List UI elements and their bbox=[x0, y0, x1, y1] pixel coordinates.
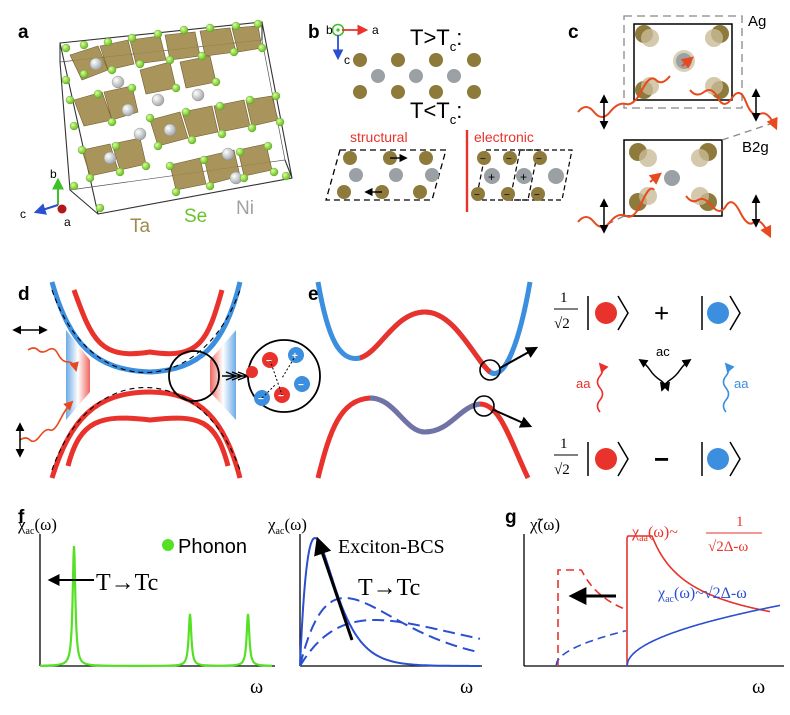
ni-atoms bbox=[89, 57, 243, 185]
electronic-distortion: − − − + + − − − bbox=[471, 149, 573, 201]
high-temp-lattice bbox=[353, 53, 481, 99]
svg-text:−: − bbox=[266, 356, 272, 367]
prefactor-den-bot: √2 bbox=[554, 462, 570, 478]
svg-text:−: − bbox=[534, 190, 540, 201]
panel-label-g: g bbox=[505, 507, 517, 528]
low-temp-label: T<Tc: bbox=[410, 98, 462, 127]
aa-label-blue: aa bbox=[734, 376, 749, 391]
svg-text:−: − bbox=[504, 190, 510, 201]
panel-f-right-chart: χac(ω) Exciton-BCS T→Tc ω bbox=[267, 515, 482, 698]
f-left-annotation: T→Tc bbox=[96, 570, 158, 596]
svg-text:+: + bbox=[520, 170, 527, 184]
unit-cell-frame bbox=[59, 21, 293, 215]
panel-f-left-chart: χac(ω) Phonon T→Tc ω bbox=[17, 515, 275, 698]
panel-g-chart: χ̃(ω) χaa(ω)~ 1 √2Δ-ω χac(ω)~√2Δ-ω ω bbox=[523, 514, 784, 698]
b-axis-label-b: b bbox=[326, 23, 333, 37]
panel-label-d: d bbox=[18, 284, 30, 305]
panel-e-bands: 1 √2 + 1 √2 − aa aa ac bbox=[315, 281, 749, 480]
g-ylabel: χ̃(ω) bbox=[529, 515, 560, 534]
antibonding-state: 1 √2 − bbox=[554, 436, 741, 478]
high-temp-label: T>Tc: bbox=[410, 25, 462, 54]
svg-text:−: − bbox=[536, 154, 542, 165]
f-right-ylabel: χac(ω) bbox=[267, 515, 307, 537]
panel-c-phonon-modes: Ag B2g bbox=[577, 13, 778, 239]
phonon-legend-label: Phonon bbox=[178, 536, 247, 558]
f-left-xlabel: ω bbox=[250, 676, 263, 698]
se-atoms bbox=[61, 19, 291, 213]
g-aa-label: χaa(ω)~ bbox=[631, 524, 678, 544]
axis-label-c: c bbox=[20, 207, 26, 221]
phonon-legend-marker bbox=[162, 539, 174, 551]
aa-label-red: aa bbox=[576, 376, 591, 391]
bonding-state: 1 √2 + bbox=[554, 290, 741, 332]
svg-text:+: + bbox=[488, 170, 495, 184]
svg-text:−: − bbox=[506, 154, 512, 165]
svg-text:−: − bbox=[480, 154, 486, 165]
exciton-inset: − + − − − bbox=[246, 339, 321, 413]
element-label-ta: Ta bbox=[130, 216, 151, 237]
svg-text:−: − bbox=[278, 391, 284, 402]
panel-label-a: a bbox=[18, 22, 29, 43]
svg-text:−: − bbox=[298, 380, 304, 391]
svg-text:−: − bbox=[474, 190, 480, 201]
ac-curve-dashed bbox=[555, 629, 627, 667]
panel-label-b: b bbox=[308, 22, 320, 43]
ag-mode-label: Ag bbox=[748, 13, 766, 30]
f-right-xlabel: ω bbox=[460, 676, 473, 698]
aa-curve-dashed bbox=[557, 569, 627, 666]
exciton-curve-dashed-2 bbox=[299, 619, 481, 667]
prefactor-num-top: 1 bbox=[560, 290, 568, 306]
b-axis-label-c: c bbox=[344, 53, 350, 67]
axis-label-a: a bbox=[64, 215, 71, 229]
crystal-axes: b c a bbox=[20, 167, 71, 229]
panel-label-c: c bbox=[568, 22, 579, 43]
b2g-mode-label: B2g bbox=[742, 139, 769, 156]
structural-distortion bbox=[325, 149, 447, 201]
g-aa-num: 1 bbox=[736, 514, 744, 530]
g-ac-label: χac(ω)~√2Δ-ω bbox=[657, 585, 747, 605]
prefactor-den-top: √2 bbox=[554, 316, 570, 332]
ac-curve-solid bbox=[626, 604, 781, 667]
plus-sign: + bbox=[654, 298, 669, 328]
minus-sign: − bbox=[654, 444, 669, 474]
electronic-label: electronic bbox=[474, 129, 534, 145]
element-label-ni: Ni bbox=[236, 198, 254, 219]
panel-d-band-hybridization: − + − − − bbox=[12, 281, 321, 479]
coupling-diagram: aa aa ac bbox=[576, 344, 749, 413]
b-axis-label-a: a bbox=[372, 23, 379, 37]
panel-a-crystal: b c a Ta Se Ni bbox=[20, 19, 293, 237]
panel-label-e: e bbox=[308, 284, 319, 305]
aa-curve-solid bbox=[626, 535, 771, 666]
ta-polyhedra bbox=[69, 25, 279, 191]
exciton-legend-label: Exciton-BCS bbox=[338, 536, 445, 558]
g-xlabel: ω bbox=[752, 676, 765, 698]
panel-b-lattice: b a c T>Tc: T<Tc: structural electronic bbox=[325, 23, 573, 212]
element-label-se: Se bbox=[184, 206, 207, 227]
svg-text:+: + bbox=[292, 351, 298, 362]
f-right-annotation: T→Tc bbox=[358, 575, 420, 601]
panel-label-f: f bbox=[18, 507, 25, 528]
structural-label: structural bbox=[350, 129, 408, 145]
prefactor-num-bot: 1 bbox=[560, 436, 568, 452]
f-left-ylabel: χac(ω) bbox=[17, 515, 57, 537]
svg-text:−: − bbox=[258, 394, 264, 405]
phonon-spectrum-line bbox=[40, 545, 272, 667]
ac-label: ac bbox=[656, 344, 670, 359]
exciton-curve-dashed-1 bbox=[299, 597, 481, 667]
g-aa-den: √2Δ-ω bbox=[708, 539, 748, 555]
axis-label-b: b bbox=[50, 167, 57, 181]
